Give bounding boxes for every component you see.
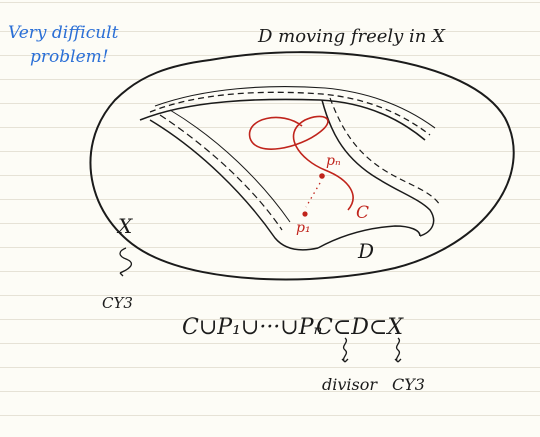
divisor-arrow [342, 338, 348, 362]
x-cy3-arrow [120, 248, 131, 276]
surface-d-left-fold-3 [170, 110, 290, 222]
point-pn [319, 173, 325, 179]
annotation-line2: problem! [30, 47, 109, 67]
label-d: D [357, 239, 374, 263]
surface-d-top-edge [140, 99, 425, 140]
surface-d-left-fold-2 [160, 115, 282, 230]
point-p1 [302, 211, 307, 216]
label-c: C [356, 203, 369, 223]
divisor-label: divisor [322, 375, 378, 394]
title: D moving freely in X [257, 26, 446, 47]
label-x: X [116, 214, 133, 238]
surface-d-left-fold [150, 120, 318, 250]
inclusion-formula: C⊂D⊂X [316, 315, 404, 340]
union-formula: C∪P₁∪···∪Pₙ [182, 315, 322, 340]
cy3-label: CY3 [392, 375, 425, 394]
points-dots [306, 183, 320, 207]
annotation-line1: Very difficult [8, 23, 119, 43]
label-p1: p₁ [296, 220, 311, 236]
label-pn: pₙ [326, 153, 341, 169]
label-cy3-left: CY3 [102, 294, 133, 312]
cy3-arrow [395, 338, 401, 362]
outer-ellipse-x [90, 52, 513, 279]
